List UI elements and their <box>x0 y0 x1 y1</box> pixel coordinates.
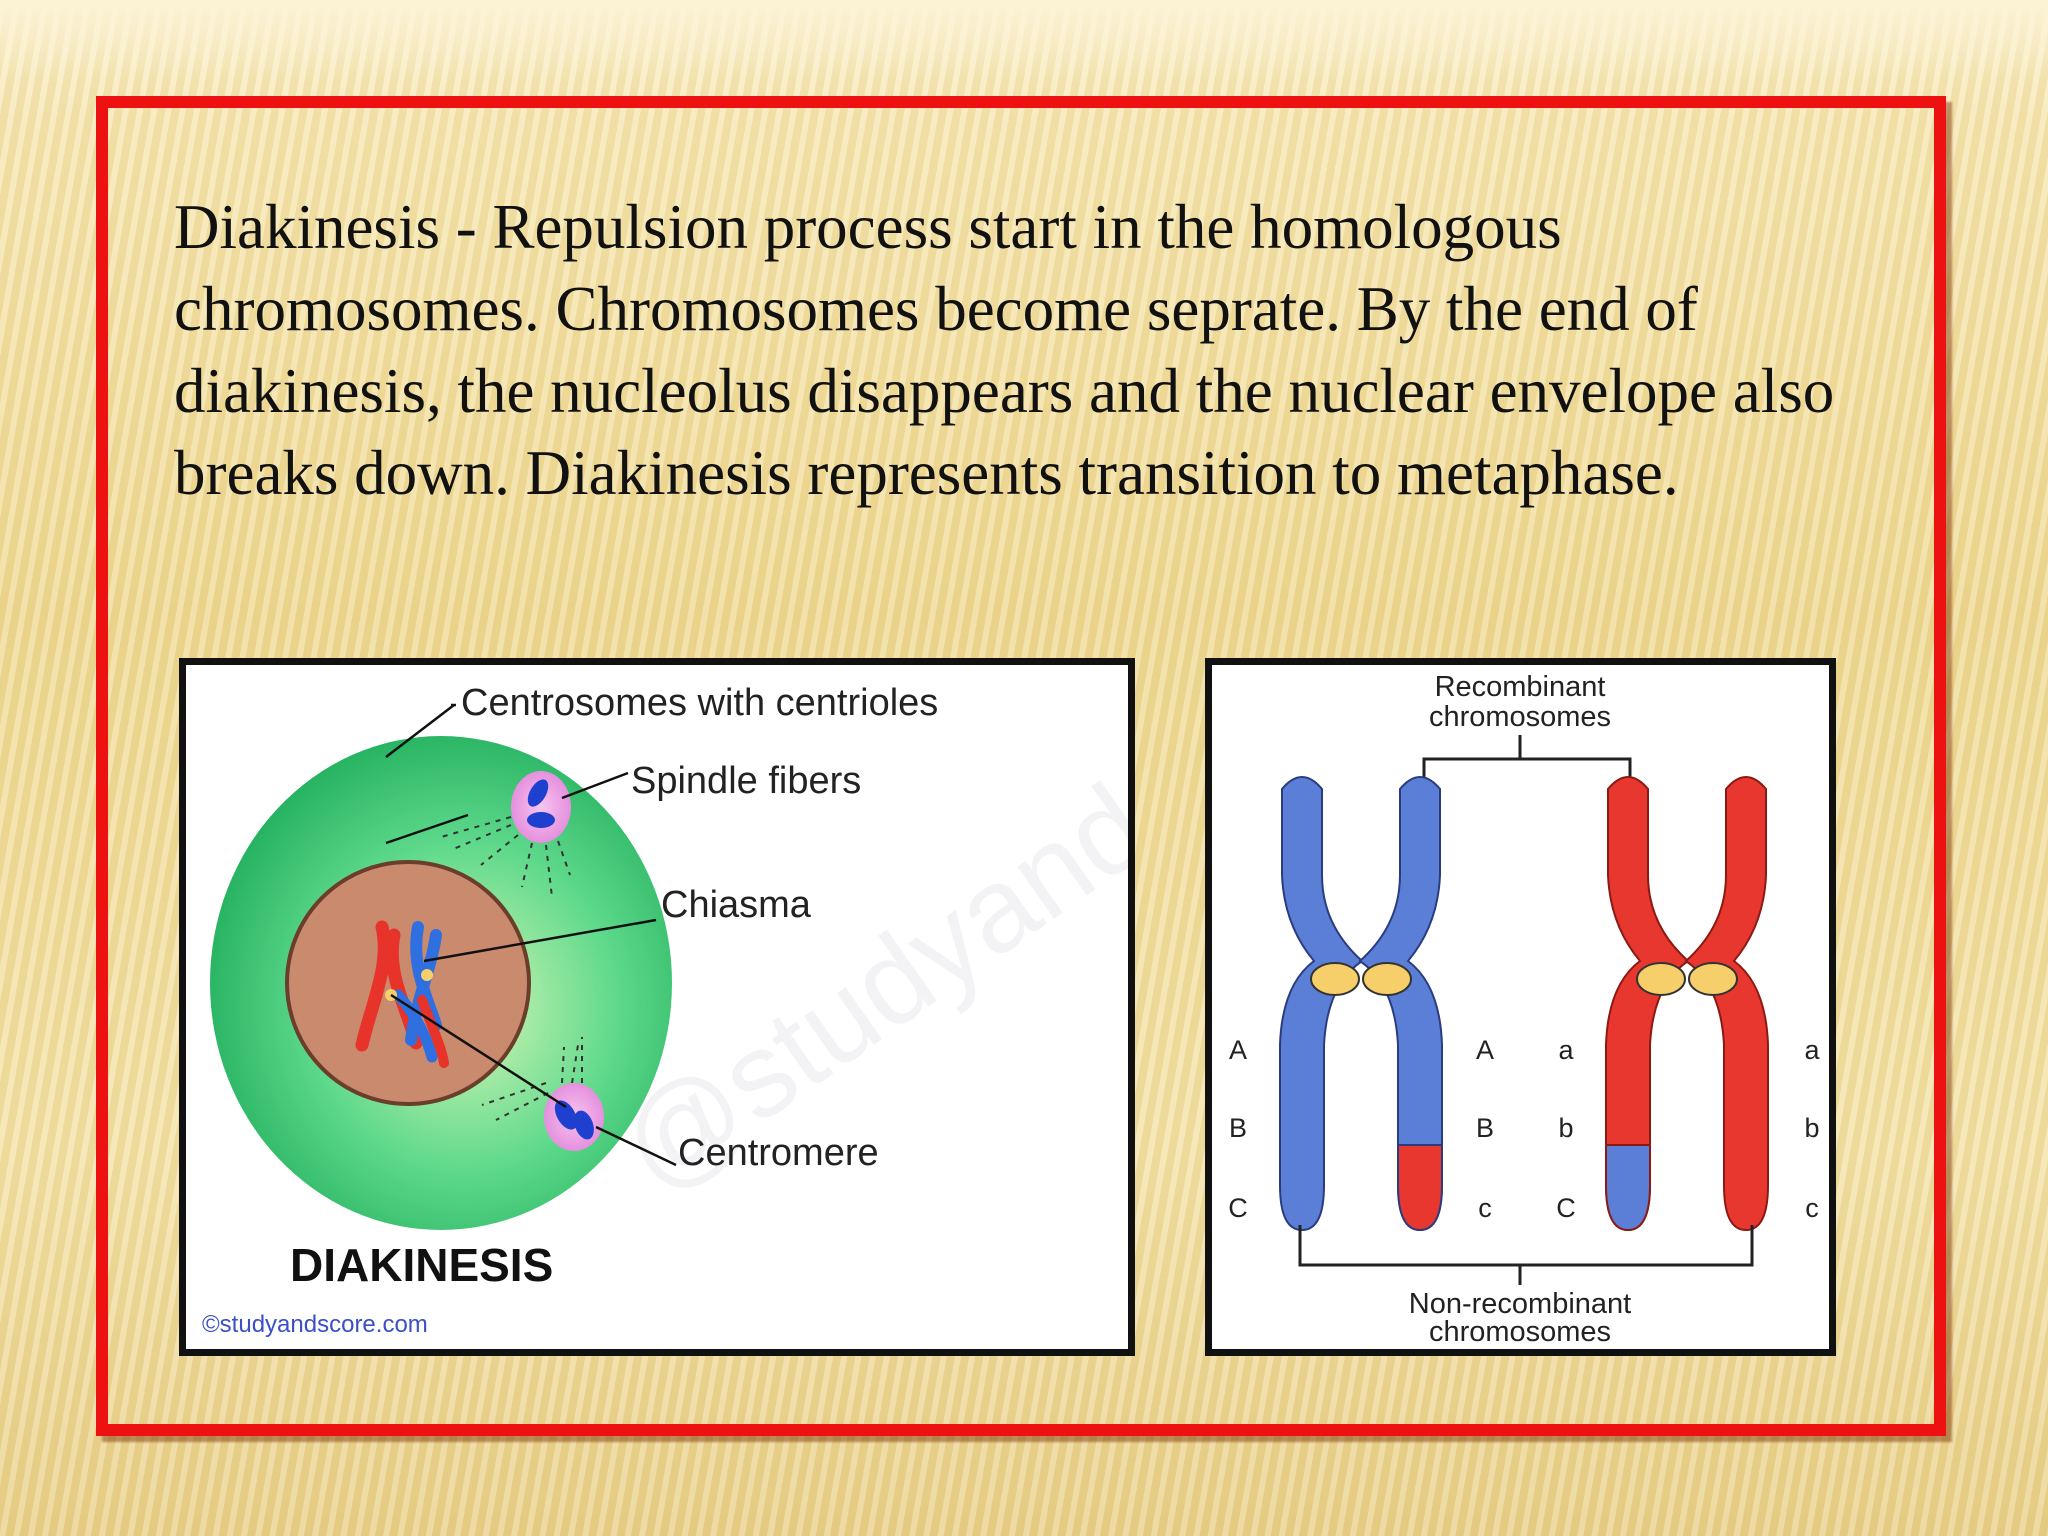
credit-text: ©studyandscore.com <box>202 1311 428 1338</box>
gene-label: B <box>1476 1113 1494 1143</box>
centromere <box>1362 962 1412 996</box>
non-recombinant-bracket <box>1298 1225 1754 1285</box>
recombination-diagram: Recombinant chromosomes A B C A B <box>1205 658 1836 1356</box>
slide-body-text: Diakinesis - Repulsion process start in … <box>174 192 1835 508</box>
chromosomes <box>355 920 449 1068</box>
nucleus <box>285 860 531 1106</box>
gene-label: B <box>1229 1113 1247 1143</box>
blue-chromosome-pair <box>1279 776 1443 1232</box>
gene-label: a <box>1804 1035 1820 1065</box>
centromere <box>1688 962 1738 996</box>
recombinant-label-line1: Recombinant <box>1435 671 1606 703</box>
non-recombinant-label-line1: Non-recombinant <box>1409 1288 1631 1320</box>
gene-labels: A B C A B c a b C a b c <box>1228 1035 1820 1223</box>
gene-label: A <box>1229 1035 1247 1065</box>
diagram-title: DIAKINESIS <box>290 1239 553 1291</box>
red-chromosome-pair <box>1605 776 1769 1232</box>
gene-label: b <box>1804 1113 1819 1143</box>
gene-label: A <box>1476 1035 1494 1065</box>
gene-label: c <box>1478 1193 1492 1223</box>
chiasma-point <box>421 969 433 981</box>
gene-label: c <box>1805 1193 1819 1223</box>
recombination-diagram-svg: Recombinant chromosomes A B C A B <box>1228 671 1820 1348</box>
diakinesis-diagram-svg: @studyandscore.com <box>202 665 1128 1338</box>
label-spindle-fibers: Spindle fibers <box>631 760 861 802</box>
recombinant-bracket <box>1422 735 1632 795</box>
gene-label: a <box>1558 1035 1574 1065</box>
label-centromere: Centromere <box>678 1132 879 1174</box>
centrosome-top <box>511 771 571 843</box>
centromere <box>1310 962 1360 996</box>
diakinesis-diagram: @studyandscore.com <box>179 658 1135 1356</box>
non-recombinant-label-line2: chromosomes <box>1429 1316 1611 1348</box>
recombinant-label-line2: chromosomes <box>1429 701 1611 733</box>
gene-label: C <box>1228 1193 1248 1223</box>
slide-frame <box>96 96 1946 1436</box>
centromere <box>1636 962 1686 996</box>
gene-label: b <box>1558 1113 1573 1143</box>
label-chiasma: Chiasma <box>661 884 812 926</box>
gene-label: C <box>1556 1193 1576 1223</box>
centrosome-bottom <box>544 1083 604 1151</box>
leader-lines <box>385 703 677 1167</box>
label-centrosomes: Centrosomes with centrioles <box>461 682 938 724</box>
background-band <box>0 0 2048 80</box>
